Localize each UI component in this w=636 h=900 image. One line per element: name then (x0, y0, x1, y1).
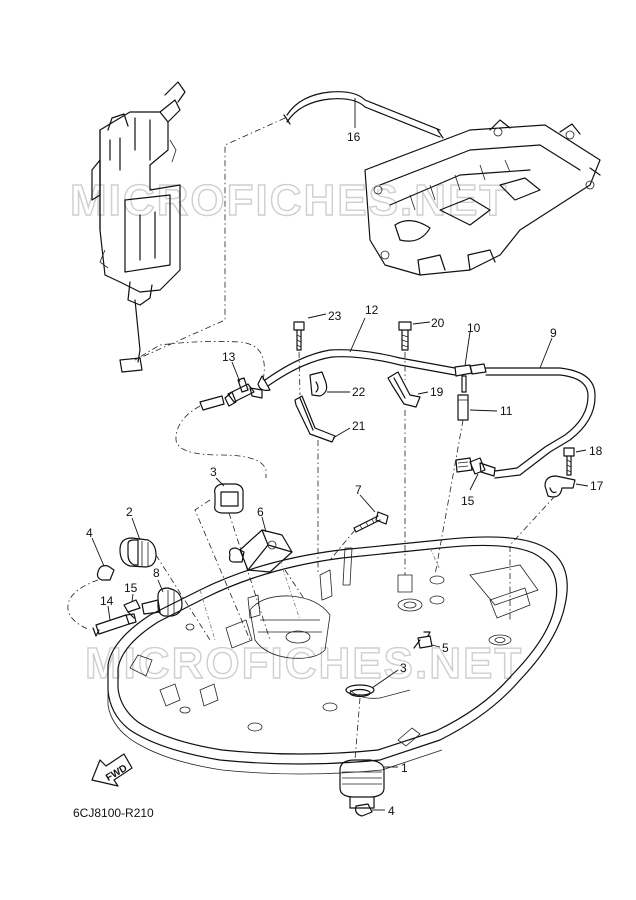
bolt-7 (353, 511, 389, 533)
hose-13-branch (175, 395, 267, 478)
joint-13 (224, 377, 263, 407)
callout-12: 12 (365, 303, 379, 317)
clamp-17 (544, 475, 576, 498)
callout-20: 20 (431, 316, 445, 330)
carburetor-assembly (91, 81, 186, 373)
callout-16: 16 (347, 130, 361, 144)
callout-14: 14 (100, 594, 114, 608)
clip-4-upper (96, 565, 115, 581)
callout-4-upper: 4 (86, 526, 93, 540)
callout-9: 9 (550, 326, 557, 340)
diagram-code: 6CJ8100-R210 (73, 806, 154, 820)
callout-3-lower: 3 (400, 661, 407, 675)
callout-13: 13 (222, 350, 236, 364)
bottom-cowling (107, 536, 568, 775)
callout-15-left: 15 (124, 581, 138, 595)
bolt-20 (398, 321, 412, 351)
callout-4-lower: 4 (388, 804, 395, 818)
fwd-label: FWD (104, 763, 129, 784)
callout-17: 17 (590, 479, 604, 493)
clamp-19 (387, 371, 421, 408)
fitting-2 (119, 537, 157, 568)
grommet-3-upper (214, 483, 244, 514)
callout-labels: 16 23 12 20 10 9 13 22 19 11 21 18 17 15… (86, 130, 604, 818)
callout-19: 19 (430, 385, 444, 399)
engine-block (364, 119, 601, 276)
connector-1 (339, 759, 385, 809)
callout-10: 10 (467, 321, 481, 335)
watermark-top: MICROFICHES.NET (70, 176, 508, 225)
callout-1: 1 (401, 761, 408, 775)
fwd-arrow-icon: FWD (91, 753, 133, 787)
callout-8: 8 (153, 566, 160, 580)
hose-16 (283, 91, 444, 139)
hose-9 (485, 367, 596, 479)
callout-6: 6 (257, 505, 264, 519)
callout-15-right: 15 (461, 494, 475, 508)
bolt-18 (563, 447, 575, 476)
callout-21: 21 (352, 419, 366, 433)
callout-3-upper: 3 (210, 465, 217, 479)
joint-10 (454, 363, 487, 393)
watermark-bottom: MICROFICHES.NET (85, 639, 523, 688)
hose-14 (92, 613, 137, 637)
connector-15-right (455, 457, 496, 477)
callout-22: 22 (352, 385, 366, 399)
callout-18: 18 (589, 444, 603, 458)
bolt-23 (293, 321, 305, 351)
plug-5 (413, 631, 433, 649)
callout-23: 23 (328, 309, 342, 323)
callout-2: 2 (126, 505, 133, 519)
grommet-3-lower (345, 684, 375, 698)
clamp-22 (309, 371, 328, 397)
fitting-8 (141, 587, 183, 617)
clamp-21 (294, 395, 336, 443)
pipe-11 (457, 394, 469, 421)
callout-7: 7 (355, 483, 362, 497)
callout-11: 11 (500, 404, 513, 418)
clip-4-lower (355, 803, 373, 817)
callout-5: 5 (442, 641, 449, 655)
